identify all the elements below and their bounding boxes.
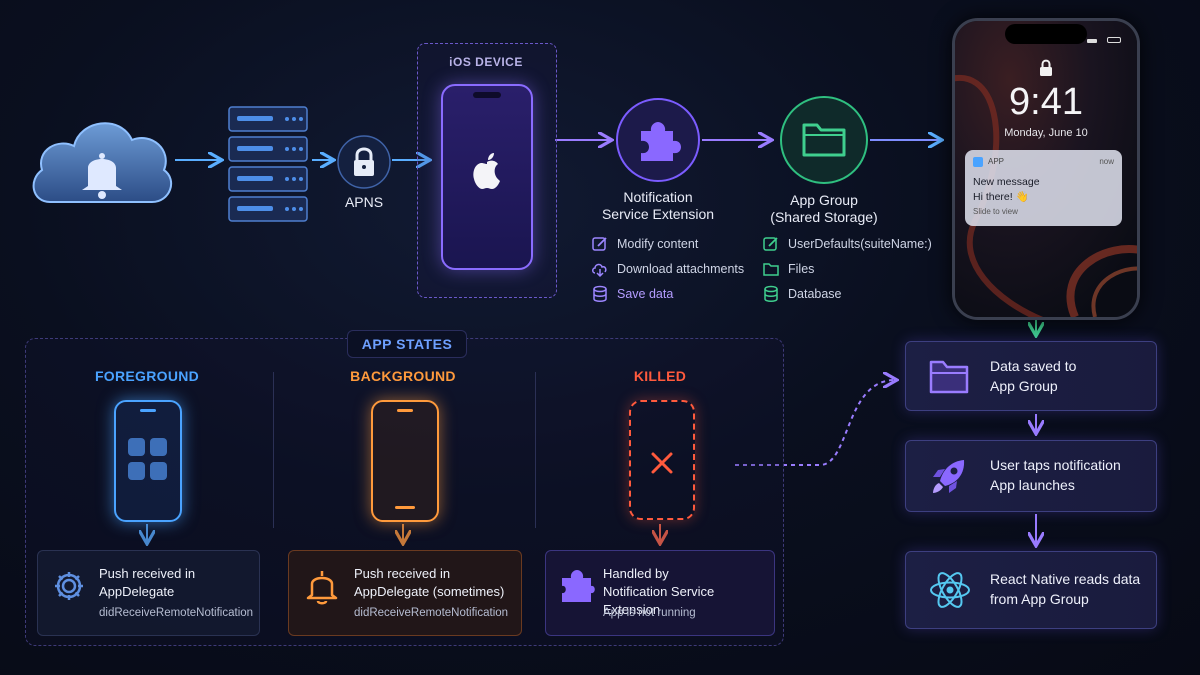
cloud-server-icon — [28, 110, 176, 210]
killed-detail: App is not running — [603, 607, 696, 619]
flow-3-line1: React Native reads data — [990, 571, 1141, 587]
foreground-phone-icon — [114, 400, 182, 522]
apns-label: APNS — [344, 194, 384, 210]
database-icon — [593, 285, 607, 302]
list-item: Modify content — [591, 231, 744, 256]
notification-banner[interactable]: APP now New message Hi there! 👋 Slide to… — [965, 150, 1122, 226]
flow-3-line2: from App Group — [990, 591, 1089, 607]
apple-logo-icon — [473, 153, 500, 189]
ios-device-phone — [441, 84, 533, 270]
list-item: Files — [762, 256, 932, 281]
lockscreen-date: Monday, June 10 — [1004, 127, 1088, 139]
killed-phone-icon — [629, 400, 695, 520]
state-title-foreground: FOREGROUND — [94, 368, 200, 384]
rocket-icon — [933, 460, 965, 493]
arrow-killed-to-flow — [735, 380, 895, 466]
lock-icon — [1040, 59, 1052, 76]
extension-title-1: Notification — [623, 189, 693, 205]
app-icon — [973, 157, 983, 167]
folder-icon — [802, 123, 846, 157]
notification-app: APP — [988, 157, 1005, 166]
extension-feature-list: Modify content Download attachments Save… — [591, 231, 744, 306]
cloud-download-icon — [592, 263, 607, 277]
flow-1-line1: Data saved to — [990, 358, 1077, 374]
puzzle-icon — [562, 570, 595, 602]
background-detail: didReceiveRemoteNotification — [354, 607, 509, 619]
notification-time: now — [1099, 157, 1114, 166]
edit-icon — [592, 236, 607, 251]
status-icons — [1087, 37, 1121, 43]
flow-2-line2: App launches — [990, 477, 1075, 493]
divider — [273, 372, 274, 528]
foreground-detail: didReceiveRemoteNotification — [99, 607, 254, 619]
list-item: Download attachments — [591, 256, 744, 281]
notification-title: New message — [973, 176, 1040, 188]
lockscreen-phone: 9:41 Monday, June 10 APP now New message… — [952, 18, 1140, 320]
flow-2-line1: User taps notification — [990, 457, 1121, 473]
folder-icon — [929, 360, 969, 394]
app-group-feature-list: UserDefaults(suiteName:) Files Database — [762, 231, 932, 306]
killed-line1: Handled by — [603, 566, 669, 581]
puzzle-icon — [641, 122, 681, 161]
extension-node — [615, 97, 701, 183]
state-title-background: BACKGROUND — [350, 368, 456, 384]
list-item: UserDefaults(suiteName:) — [762, 231, 932, 256]
edit-icon — [763, 236, 778, 251]
ios-device-label: iOS DEVICE — [449, 55, 523, 69]
bell-icon — [306, 571, 338, 605]
database-icon — [764, 285, 778, 302]
close-icon — [651, 452, 673, 474]
flow-1-line2: App Group — [990, 378, 1058, 394]
killed-line2: Notification Service Extension — [603, 584, 715, 617]
server-stack-icon — [227, 105, 309, 225]
bell-icon — [82, 153, 122, 199]
app-group-node — [779, 95, 869, 185]
foreground-line1: Push received in — [99, 566, 196, 581]
divider — [535, 372, 536, 528]
app-group-title-1: App Group — [790, 192, 858, 208]
state-title-killed: KILLED — [633, 368, 687, 384]
killed-card: Handled by Notification Service Extensio… — [545, 550, 775, 636]
list-item: Save data — [591, 281, 744, 306]
notification-body: Hi there! 👋 — [973, 191, 1029, 203]
background-line2: AppDelegate (sometimes) — [354, 584, 505, 599]
extension-title-2: Service Extension — [601, 206, 715, 222]
notification-hint: Slide to view — [973, 207, 1018, 216]
background-line1: Push received in — [354, 566, 451, 581]
folder-icon — [763, 262, 779, 276]
foreground-card: Push received in AppDelegate didReceiveR… — [37, 550, 260, 636]
background-phone-icon — [371, 400, 439, 522]
lock-icon — [354, 147, 374, 176]
gear-icon — [55, 572, 83, 600]
foreground-line2: AppDelegate — [99, 584, 175, 599]
app-states-header: APP STATES — [347, 330, 467, 358]
app-grid-icon — [128, 438, 168, 482]
list-item: Database — [762, 281, 932, 306]
flow-step-data-saved: Data saved to App Group — [905, 341, 1157, 411]
background-card: Push received in AppDelegate (sometimes)… — [288, 550, 522, 636]
flow-step-user-taps: User taps notification App launches — [905, 440, 1157, 512]
apns-node — [336, 134, 392, 190]
lockscreen-time: 9:41 — [1009, 81, 1083, 123]
react-logo-icon — [930, 572, 970, 608]
flow-step-react-native: React Native reads data from App Group — [905, 551, 1157, 629]
app-group-title-2: (Shared Storage) — [770, 209, 878, 225]
